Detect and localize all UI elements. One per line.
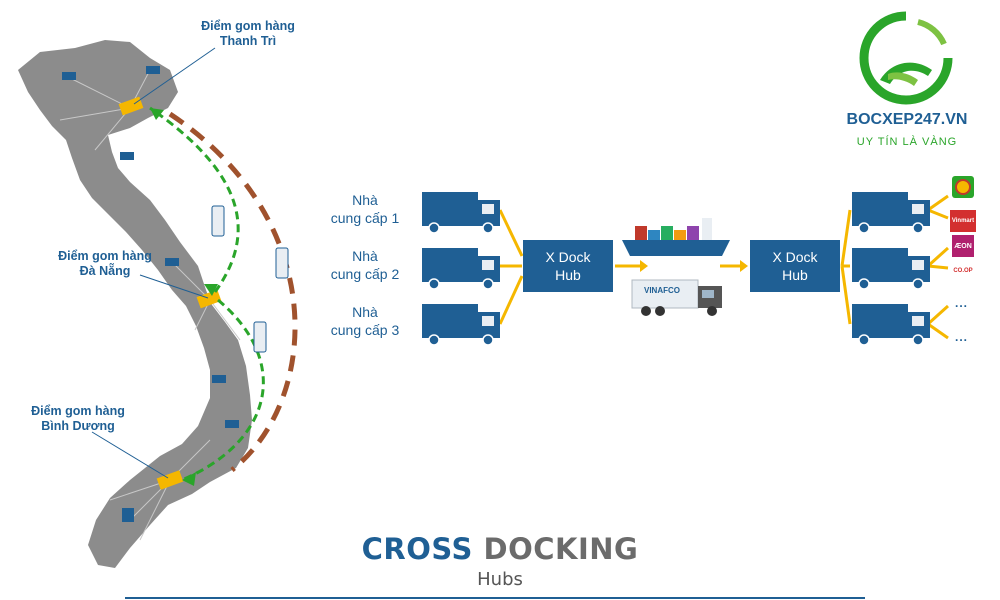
map-label-binhduong: Điểm gom hàng Bình Dương bbox=[18, 404, 138, 434]
retailer-truck-icon bbox=[852, 248, 930, 290]
label-line: Điểm gom hàng bbox=[58, 249, 152, 263]
label-line: Đà Nẵng bbox=[79, 264, 131, 278]
label-line: Điểm gom hàng bbox=[31, 404, 125, 418]
brand-name: BOCXEP247.VN bbox=[846, 111, 968, 128]
retailer-truck-icon bbox=[852, 192, 930, 234]
map-truck-icon bbox=[225, 420, 239, 428]
retailer-truck-icon bbox=[852, 304, 930, 346]
label-line: Thanh Trì bbox=[219, 34, 277, 48]
map-truck-icon bbox=[165, 258, 179, 266]
arrowhead-icon bbox=[182, 472, 196, 486]
map-shape bbox=[18, 40, 252, 568]
truck-brand-label: VINAFCO bbox=[644, 286, 680, 295]
flow-arrow bbox=[498, 209, 524, 257]
supplier-line: Nhà bbox=[352, 248, 378, 264]
retailer-logo-aeon: ÆON bbox=[952, 235, 974, 257]
green-route-arrow bbox=[181, 298, 265, 482]
map-truck-icon bbox=[146, 66, 160, 74]
supplier-line: Nhà bbox=[352, 304, 378, 320]
brand-tagline: UY TÍN LÀ VÀNG bbox=[856, 136, 958, 148]
x-dock-hub-left: X Dock Hub bbox=[523, 240, 613, 292]
hub-marker-danang bbox=[196, 289, 222, 309]
hub-line: Hub bbox=[782, 267, 808, 283]
green-route-arrow bbox=[149, 106, 240, 293]
map-label-danang: Điểm gom hàng Đà Nẵng bbox=[45, 249, 165, 279]
retailer-more-1: ... bbox=[955, 296, 969, 310]
container-truck-icon bbox=[631, 279, 722, 316]
route-truck-icon bbox=[275, 247, 289, 279]
map-truck-icon bbox=[212, 375, 226, 383]
supplier-line: cung cấp 1 bbox=[330, 210, 400, 226]
route-truck-icon bbox=[253, 321, 267, 353]
flow-arrow bbox=[840, 209, 852, 267]
brand-logo-icon bbox=[859, 11, 953, 105]
supplier-truck-icon bbox=[422, 248, 500, 290]
supplier-label-1: Nhà cung cấp 1 bbox=[330, 191, 400, 227]
retailer-logo-icon bbox=[952, 176, 974, 198]
hub-line: Hub bbox=[555, 267, 581, 283]
map-label-thanhtri: Điểm gom hàng Thanh Trì bbox=[188, 19, 308, 49]
flow-arrow bbox=[498, 275, 524, 325]
supplier-label-2: Nhà cung cấp 2 bbox=[330, 247, 400, 283]
retailer-more-2: ... bbox=[955, 330, 969, 344]
arrowhead-icon bbox=[740, 260, 748, 272]
hub-marker-binhduong bbox=[156, 470, 184, 490]
supplier-line: cung cấp 2 bbox=[330, 266, 400, 282]
map-truck-icon bbox=[120, 152, 134, 160]
hub-line: X Dock bbox=[772, 249, 818, 265]
map-truck-icon bbox=[122, 508, 134, 522]
label-line: Điểm gom hàng bbox=[201, 19, 295, 33]
flow-diagram bbox=[422, 192, 950, 346]
supplier-truck-icon bbox=[422, 304, 500, 346]
arrowhead-icon bbox=[204, 284, 218, 296]
container-ship-icon bbox=[622, 218, 730, 256]
page-subtitle: Hubs bbox=[477, 569, 523, 590]
supplier-line: cung cấp 3 bbox=[330, 322, 400, 338]
map-truck-icon bbox=[62, 72, 76, 80]
supplier-label-3: Nhà cung cấp 3 bbox=[330, 303, 400, 339]
supplier-truck-icon bbox=[422, 192, 500, 234]
arrowhead-icon bbox=[150, 108, 164, 120]
footer-divider bbox=[125, 597, 865, 599]
title-part-1: CROSS bbox=[361, 532, 473, 566]
route-truck-icon bbox=[211, 205, 225, 237]
flow-arrow bbox=[840, 265, 852, 325]
retailer-logo-vinmart: Vinmart bbox=[950, 210, 976, 232]
retailer-logo-coop: CO.OP bbox=[953, 268, 973, 274]
label-line: Bình Dương bbox=[41, 419, 115, 433]
page-title: CROSS DOCKING bbox=[0, 532, 1000, 566]
vietnam-map bbox=[18, 40, 298, 568]
supplier-line: Nhà bbox=[352, 192, 378, 208]
arrowhead-icon bbox=[640, 260, 648, 272]
hub-line: X Dock bbox=[545, 249, 591, 265]
title-part-2: DOCKING bbox=[483, 532, 639, 566]
red-dashed-route bbox=[168, 111, 298, 472]
x-dock-hub-right: X Dock Hub bbox=[750, 240, 840, 292]
